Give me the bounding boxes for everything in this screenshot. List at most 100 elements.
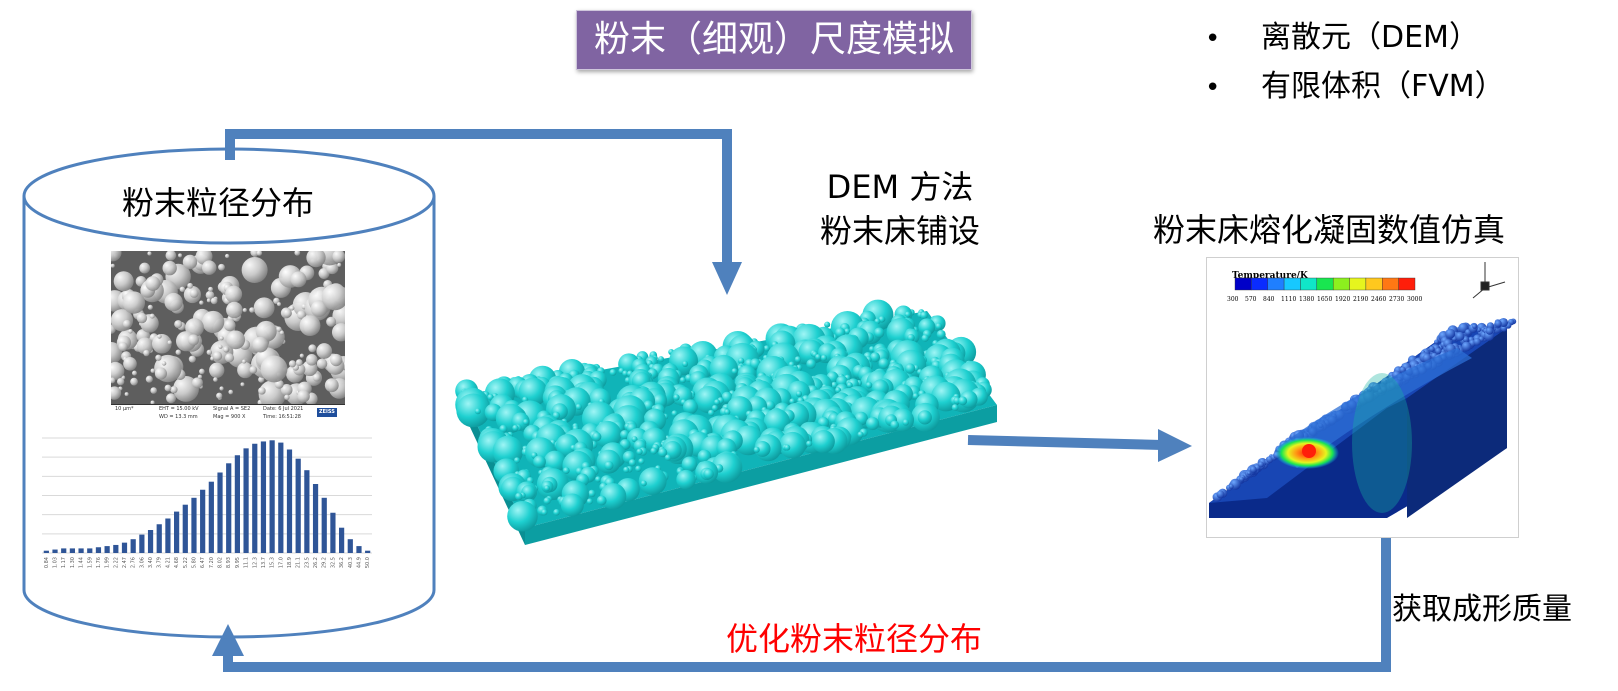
sem-particle — [162, 260, 177, 276]
powder-particle — [599, 483, 627, 510]
sem-particle — [210, 297, 218, 305]
histogram-tick-label: 18.9 — [287, 557, 293, 568]
histogram-bar — [356, 546, 362, 553]
histogram-tick-label: 44.9 — [356, 557, 362, 568]
sem-particle — [145, 375, 153, 383]
sem-particle — [136, 337, 154, 355]
histogram-bar — [174, 511, 180, 553]
legend-tick-label: 840 — [1263, 296, 1275, 303]
histogram-bar — [234, 455, 240, 553]
sem-wd: WD = 13.3 mm — [159, 414, 198, 420]
sem-scale: 10 µm* — [115, 406, 134, 412]
powder-particle — [697, 449, 712, 464]
sem-particle — [295, 359, 303, 367]
sem-particle — [218, 344, 223, 349]
sem-particle — [199, 300, 204, 305]
histogram-bar — [61, 548, 67, 553]
histogram-bar — [295, 458, 301, 553]
histogram-bar — [312, 484, 319, 553]
sem-particle — [283, 308, 292, 318]
powder-particle — [676, 469, 696, 490]
sem-particle — [256, 251, 263, 256]
histogram-tick-label: 3.40 — [148, 557, 154, 568]
sem-particle — [242, 359, 247, 364]
sim-particle — [1494, 320, 1502, 328]
sem-info-bar: 10 µm* EHT = 15.00 kV WD = 13.3 mm Signa… — [111, 404, 345, 422]
sem-particle — [149, 313, 155, 319]
histogram-tick-label: 17.0 — [278, 557, 284, 568]
histogram-bar — [87, 548, 93, 553]
sim-particle — [1249, 466, 1257, 473]
sem-particle — [170, 386, 178, 394]
histogram-tick-label: 0.84 — [44, 557, 50, 568]
histogram-bar — [339, 527, 345, 553]
sim-particle — [1462, 336, 1469, 343]
sem-particle — [290, 271, 307, 288]
powder-particle — [594, 420, 622, 449]
legend-swatch — [1267, 277, 1285, 291]
sem-particle — [178, 253, 183, 258]
sem-particle — [224, 353, 235, 363]
powder-particle — [711, 404, 718, 412]
histogram-tick-label: 23.5 — [304, 557, 310, 568]
sem-date: Date: 6 Jul 2021 — [263, 406, 304, 412]
legend-swatch — [1398, 277, 1416, 291]
powder-particle — [789, 398, 796, 405]
sem-particle — [152, 333, 172, 354]
arrow-to-powder-bed — [225, 129, 732, 268]
histogram-tick-label: 21.1 — [296, 557, 302, 568]
sem-particle — [226, 330, 246, 350]
powder-particle — [623, 466, 630, 473]
histogram-tick-label: 7.20 — [209, 557, 215, 568]
powder-particle — [795, 390, 803, 397]
dem-label-line2: 粉末床铺设 — [820, 212, 981, 250]
powder-particle — [588, 489, 596, 498]
legend-swatch — [1332, 277, 1350, 291]
histogram-tick-label: 40.3 — [348, 557, 354, 568]
sem-particle — [297, 310, 306, 320]
sem-particle — [201, 260, 217, 275]
histogram-tick-label: 1.99 — [105, 557, 111, 568]
histogram-tick-label: 5.22 — [183, 557, 189, 568]
arrow-feedback — [223, 468, 1391, 672]
sem-particle — [326, 316, 337, 327]
powder-particle — [638, 458, 645, 465]
sem-particle — [136, 312, 148, 324]
legend-swatch — [1365, 277, 1383, 291]
powder-particle — [917, 410, 932, 425]
histogram-bar — [260, 441, 267, 553]
sem-particle — [276, 326, 282, 332]
sem-particle — [324, 378, 339, 393]
arrow-to-simulation — [967, 435, 1163, 450]
sem-particle — [316, 343, 333, 359]
sem-particle — [118, 341, 128, 352]
sem-particle — [253, 297, 275, 319]
histogram-bar — [52, 549, 58, 553]
bullet-icon: • — [1205, 73, 1221, 103]
powder-particle — [640, 480, 647, 487]
powder-particle — [636, 448, 643, 455]
powder-particle — [507, 500, 538, 532]
histogram-bar — [165, 518, 171, 553]
histogram-tick-label: 29.2 — [322, 557, 328, 568]
histogram-tick-label: 1.17 — [61, 557, 67, 568]
sem-particle — [111, 263, 115, 268]
sem-particle — [258, 387, 266, 395]
histogram-tick-label: 3.79 — [157, 557, 163, 568]
sem-particle — [331, 323, 345, 342]
sem-particle — [143, 349, 150, 357]
histogram-bar — [304, 470, 310, 553]
sem-signal: Signal A = SE2 — [213, 406, 251, 412]
powder-particle — [844, 328, 851, 335]
powder-particle — [595, 476, 602, 483]
powder-particle — [784, 444, 791, 451]
powder-particle — [794, 356, 802, 363]
sem-particle — [242, 308, 247, 313]
histogram-tick-label: 15.3 — [270, 557, 276, 568]
powder-particle — [820, 354, 828, 361]
sem-particle — [199, 368, 205, 375]
sem-particle — [297, 390, 310, 403]
arrowhead-up — [212, 624, 244, 656]
powder-particle — [830, 381, 838, 389]
